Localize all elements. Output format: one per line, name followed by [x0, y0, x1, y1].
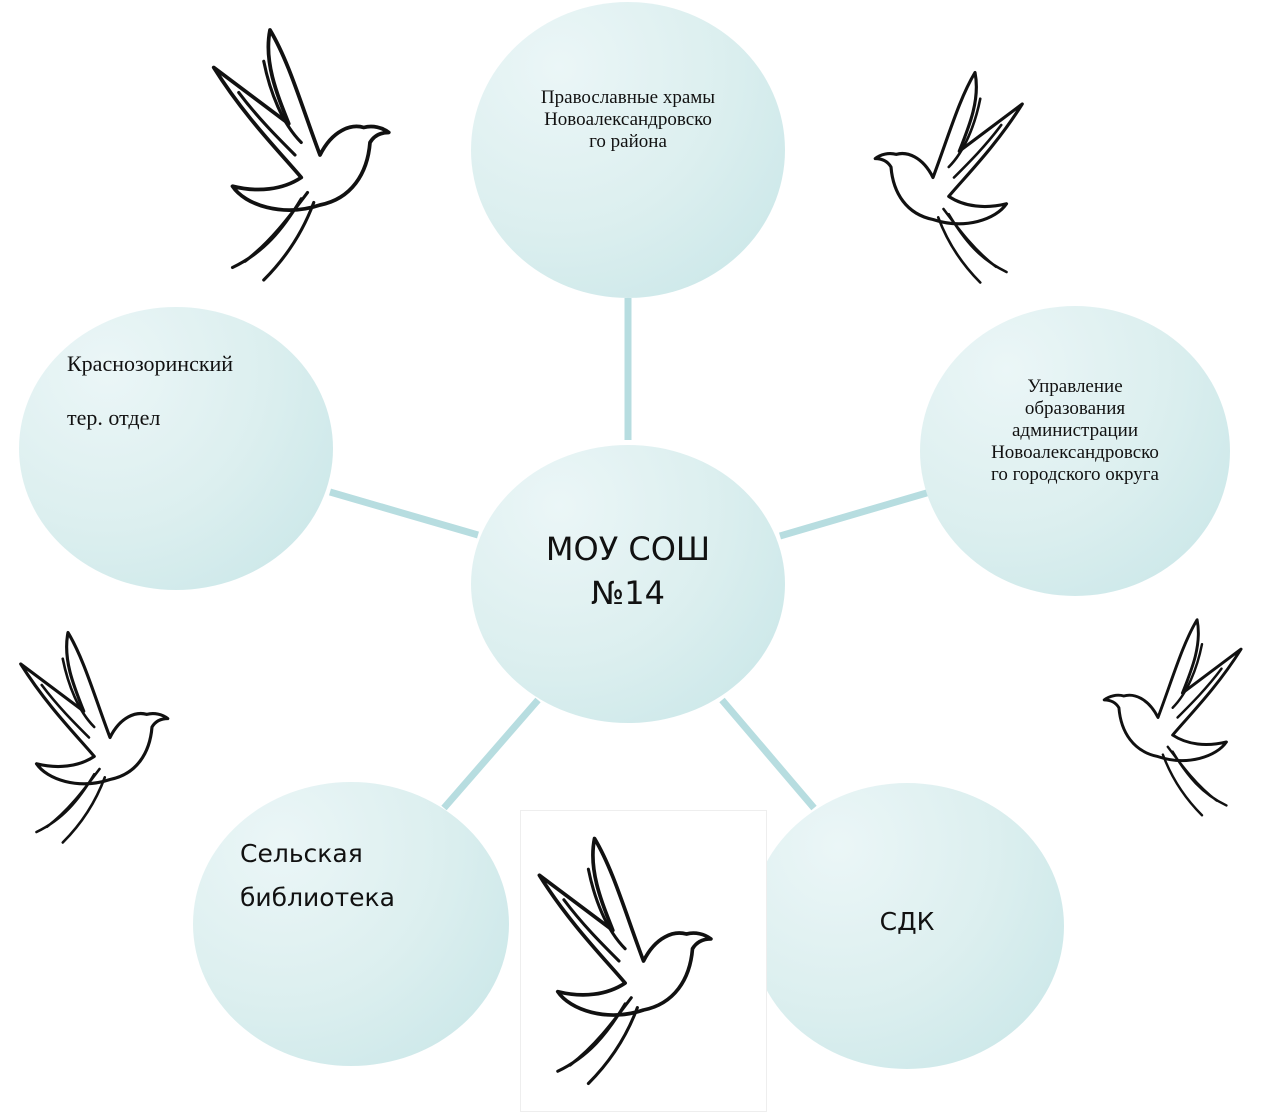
node-krasnozorinsky-line2: тер. отдел: [67, 405, 161, 430]
connector-left: [329, 488, 479, 539]
connector-bottom-left: [441, 697, 541, 811]
node-education-administration: Управление образования администрации Нов…: [920, 306, 1230, 596]
node-krasnozorinsky-line1: Краснозоринский: [67, 351, 234, 376]
node-rural-library-line1: Сельская: [240, 839, 363, 868]
connector-right: [779, 488, 931, 540]
center-title: МОУ СОШ №14: [471, 527, 785, 615]
center-node: МОУ СОШ №14: [471, 445, 785, 723]
node-house-of-culture: СДК: [750, 783, 1064, 1069]
node-krasnozorinsky-dept: Краснозоринский тер. отдел: [19, 307, 333, 590]
node-rural-library: Сельская библиотека: [193, 782, 509, 1066]
connector-bottom-right: [719, 697, 817, 811]
dove-icon: [828, 55, 1038, 300]
node-education-administration-label: Управление образования администрации Нов…: [991, 376, 1159, 485]
node-rural-library-line2: библиотека: [240, 883, 395, 912]
dove-icon: [1055, 610, 1261, 825]
node-orthodox-churches-label: Православные храмы Новоалександровско го…: [540, 87, 716, 152]
center-title-line2: №14: [591, 574, 665, 612]
node-krasnozorinsky-label: Краснозоринский тер. отдел: [67, 351, 233, 431]
dove-icon: [520, 810, 767, 1112]
dove-icon: [195, 10, 445, 300]
node-house-of-culture-label: СДК: [879, 907, 935, 936]
node-rural-library-label: Сельская библиотека: [240, 832, 395, 920]
dove-icon: [5, 610, 215, 865]
center-title-line1: МОУ СОШ: [545, 530, 711, 568]
node-orthodox-churches: Православные храмы Новоалександровско го…: [471, 2, 785, 298]
